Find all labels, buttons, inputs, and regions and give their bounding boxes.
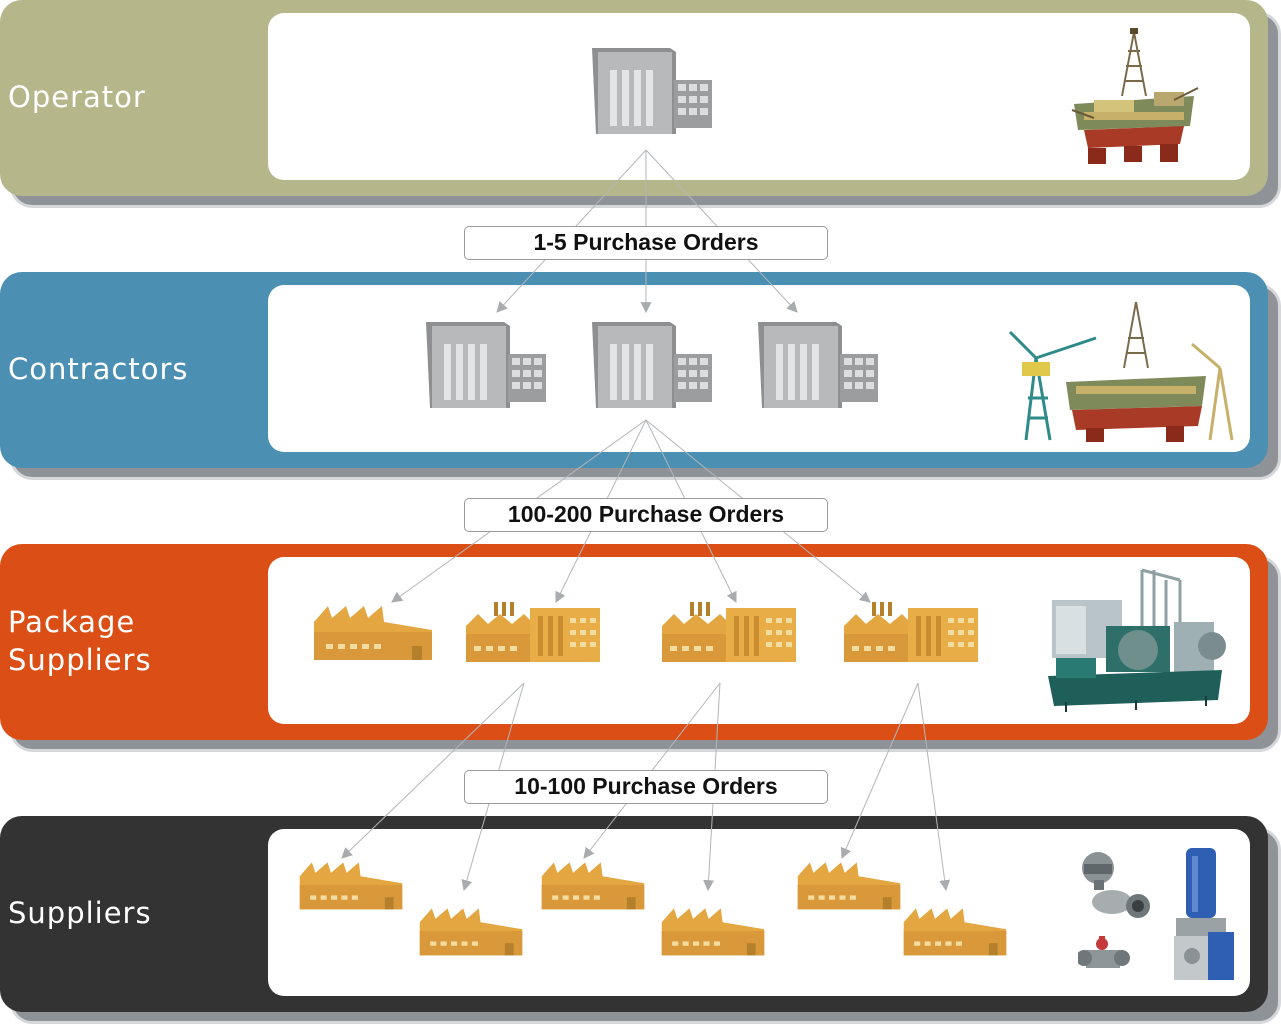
po-label-package-suppliers: 10-100 Purchase Orders [464, 770, 828, 804]
factory-icon [466, 602, 600, 662]
drilling-rig-photo [1071, 28, 1199, 164]
factory-icon [797, 862, 901, 910]
compressor-package-photo [1048, 568, 1226, 712]
contractors-label: Contractors [8, 352, 189, 386]
factory-icon [844, 602, 978, 662]
office-building-icon [426, 322, 546, 408]
factory-icon [419, 908, 523, 956]
po-label-contractors-package: 100-200 Purchase Orders [464, 498, 828, 532]
office-building-icon [592, 48, 712, 134]
factory-icon [314, 606, 432, 660]
package-suppliers-label: Package Suppliers [8, 605, 152, 677]
shipyard-rig-photo [1008, 301, 1234, 442]
po-label-operator-contractors: 1-5 Purchase Orders [464, 226, 828, 260]
valves-pump-photo [1078, 848, 1234, 980]
factory-icon [299, 862, 403, 910]
factory-icon [661, 908, 765, 956]
office-building-icon [758, 322, 878, 408]
suppliers-label: Suppliers [8, 896, 152, 930]
factory-icon [541, 862, 645, 910]
factory-icon [903, 908, 1007, 956]
factory-icon [662, 602, 796, 662]
office-building-icon [592, 322, 712, 408]
operator-label: Operator [8, 80, 146, 114]
